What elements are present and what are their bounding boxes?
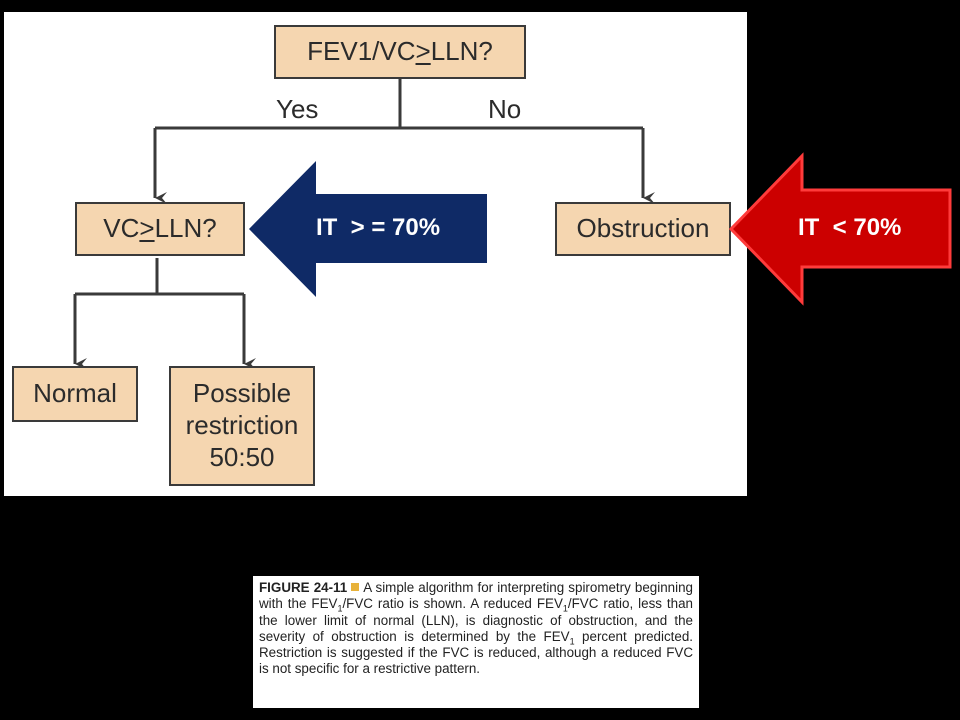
blue-callout-label: IT > = 70%	[316, 214, 441, 241]
vc-lln-op: >	[139, 213, 155, 244]
caption-text-4: percent predicted. Restriction is sugges…	[259, 628, 693, 677]
fev1-vc-pre: FEV1/VC	[307, 36, 416, 67]
fev1-vc-op: >	[415, 36, 431, 67]
red-callout-label: IT < 70%	[798, 214, 902, 241]
possible-restriction-line-2: restriction	[185, 410, 299, 441]
fev1-vc-node: FEV1/VC > LLN?	[274, 25, 526, 79]
normal-label: Normal	[33, 378, 117, 409]
connector-lines	[73, 78, 655, 370]
fev1-vc-post: LLN?	[430, 36, 493, 67]
caption-text-1: A simple algorithm for interpreting spir…	[259, 580, 693, 612]
red-callout-arrow	[728, 152, 952, 306]
caption-text-2: /FVC ratio is shown. A reduced FEV	[342, 596, 563, 612]
blue-callout-arrow	[249, 161, 487, 297]
caption-sub-1: 1	[337, 603, 343, 614]
caption-sub-2: 1	[562, 603, 568, 614]
possible-restriction-line-3: 50:50	[209, 441, 275, 472]
possible-restriction-node: Possible restriction 50:50	[169, 366, 315, 486]
flowchart-panel: FEV1/VC > LLN? Yes No VC > LLN? Obstruct…	[4, 12, 747, 496]
caption-text-3: /FVC ratio, less than the lower limit of…	[259, 596, 693, 644]
vc-lln-node: VC > LLN?	[75, 202, 245, 256]
possible-restriction-line-1: Possible	[192, 378, 292, 409]
caption-square-icon	[351, 583, 360, 591]
vc-lln-post: LLN?	[154, 213, 217, 244]
no-label: No	[488, 94, 522, 124]
yes-label: Yes	[276, 94, 319, 124]
figure-label: FIGURE 24-11	[259, 580, 348, 595]
normal-node: Normal	[12, 366, 138, 422]
obstruction-label: Obstruction	[576, 213, 710, 244]
caption-sub-3: 1	[569, 636, 575, 647]
vc-lln-pre: VC	[103, 213, 140, 244]
obstruction-node: Obstruction	[555, 202, 731, 256]
